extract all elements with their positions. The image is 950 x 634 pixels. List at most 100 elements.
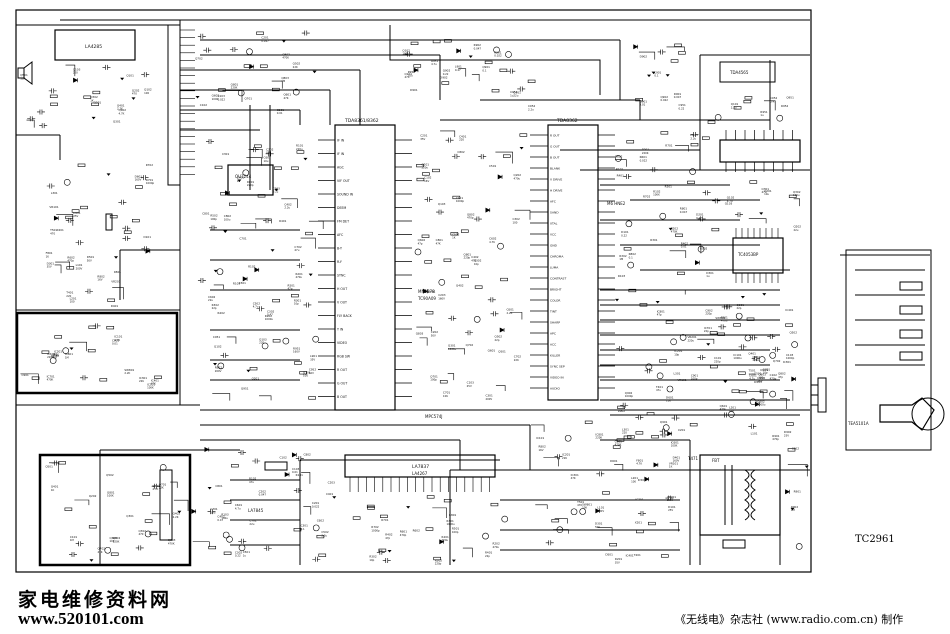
wire-segment xyxy=(432,507,447,519)
component-ref: Q702 xyxy=(97,547,105,551)
transistor-symbol xyxy=(645,363,653,371)
resistor-symbol xyxy=(135,185,143,189)
transistor-symbol xyxy=(282,337,290,345)
ground-symbol xyxy=(406,506,411,509)
component-ref: R702 xyxy=(371,525,379,529)
component-ref: C103 xyxy=(218,94,226,98)
component-ref: R103 xyxy=(221,513,229,517)
component-ref: Q801 xyxy=(736,303,744,307)
component-ref: C301 xyxy=(301,524,309,528)
jungle-pin-label: SHARP xyxy=(550,321,560,325)
resistor-symbol xyxy=(274,166,282,170)
transistor-symbol xyxy=(482,532,489,540)
component-value: 10K xyxy=(20,76,25,80)
component-value: 0.01 xyxy=(681,245,687,249)
resistor-symbol xyxy=(208,545,217,550)
transistor-symbol xyxy=(758,356,766,363)
resistor-symbol xyxy=(58,461,66,465)
component-ref: C802 xyxy=(304,453,312,457)
component-ref: C102 xyxy=(424,176,432,180)
diode-symbol xyxy=(73,77,79,83)
component-value: 220u xyxy=(752,358,759,362)
diode-symbol xyxy=(485,207,491,213)
wire-segment xyxy=(448,348,465,355)
component-ref: IC701 xyxy=(47,375,55,379)
component-ref: SW801 xyxy=(715,316,725,320)
component-ref: R951 xyxy=(431,59,439,63)
component-ref: Q702 xyxy=(466,343,474,347)
capacitor-symbol xyxy=(301,30,310,36)
u602-label: LA7845 xyxy=(248,508,264,513)
component-ref: R101 xyxy=(616,167,624,171)
component-ref: R602 xyxy=(413,528,421,532)
component-ref: Q101 xyxy=(126,73,134,77)
ground-symbol xyxy=(790,507,795,511)
jungle-pin-label: V DRIVE xyxy=(550,178,562,182)
component-value: 0.01 xyxy=(640,103,646,107)
ground-symbol xyxy=(468,55,473,58)
component-value: 47u xyxy=(404,75,409,79)
resistor-symbol xyxy=(305,231,313,236)
component-ref: IC301 xyxy=(571,473,579,477)
component-value: 2.2u xyxy=(731,105,737,109)
component-value: 0.47 xyxy=(455,68,461,72)
component-ref: R952 xyxy=(215,366,223,370)
jungle-pin-label: ACC xyxy=(550,343,556,347)
component-ref: IC501 xyxy=(147,382,155,386)
transistor-symbol xyxy=(735,312,743,320)
diode-symbol xyxy=(499,327,505,333)
wire-segment xyxy=(303,506,312,515)
component-ref: X201 xyxy=(57,228,64,232)
component-value: 0.47 xyxy=(770,99,776,103)
diode-symbol xyxy=(249,64,255,70)
ground-symbol xyxy=(69,347,74,351)
component-ref: C401 xyxy=(326,492,334,496)
ic-mid-left-label: QU1244 xyxy=(235,174,252,179)
component-ref: R901 xyxy=(772,434,780,438)
resistor-symbol xyxy=(490,502,499,507)
resistor-symbol xyxy=(425,527,434,531)
component-ref: L301 xyxy=(51,191,58,195)
capacitor-symbol xyxy=(293,488,302,494)
ground-symbol xyxy=(213,363,218,366)
wire-segment xyxy=(748,218,767,224)
ground-symbol xyxy=(89,559,94,562)
ground-symbol xyxy=(274,188,279,192)
ic-small-b xyxy=(722,539,746,549)
component-value: 22K xyxy=(514,358,519,362)
component-ref: Q301 xyxy=(126,514,134,518)
component-ref: Q103 xyxy=(73,67,81,71)
ic-right-top xyxy=(719,61,776,83)
ground-symbol xyxy=(655,301,660,304)
component-ref: Q602 xyxy=(212,94,220,98)
wire-segment xyxy=(530,424,545,432)
component-ref: C203 xyxy=(328,481,336,485)
component-value: 100u xyxy=(793,193,800,197)
component-ref: D501 xyxy=(87,255,95,259)
component-value: 470K xyxy=(168,541,175,545)
component-ref: R702 xyxy=(643,194,651,198)
wire-segment xyxy=(246,157,262,166)
tda-pin-label: RGB SW xyxy=(337,355,351,359)
component-value: 2.2u xyxy=(528,107,534,111)
transistor-symbol xyxy=(769,352,776,359)
resistor-symbol xyxy=(272,87,280,92)
site-url: www.520101.com xyxy=(18,609,144,628)
component-ref: Q402 xyxy=(456,283,464,287)
capacitor-symbol xyxy=(75,541,84,547)
component-ref: C302 xyxy=(267,310,275,314)
resistor-symbol xyxy=(441,81,450,85)
wire-segment xyxy=(471,74,480,82)
component-ref: X201 xyxy=(635,521,642,525)
component-value: 10K xyxy=(582,506,587,510)
component-value: 470u xyxy=(721,319,728,323)
component-ref: D301 xyxy=(706,271,714,275)
component-value: 47p xyxy=(385,536,390,540)
component-ref: C103 xyxy=(467,381,475,385)
transistor-symbol xyxy=(222,531,230,539)
component-ref: R302 xyxy=(369,555,377,559)
component-value: 470p xyxy=(770,376,777,380)
resistor-symbol xyxy=(527,79,536,83)
tda-pin-label: AGC xyxy=(337,166,345,170)
component-ref: C702 xyxy=(294,245,302,249)
